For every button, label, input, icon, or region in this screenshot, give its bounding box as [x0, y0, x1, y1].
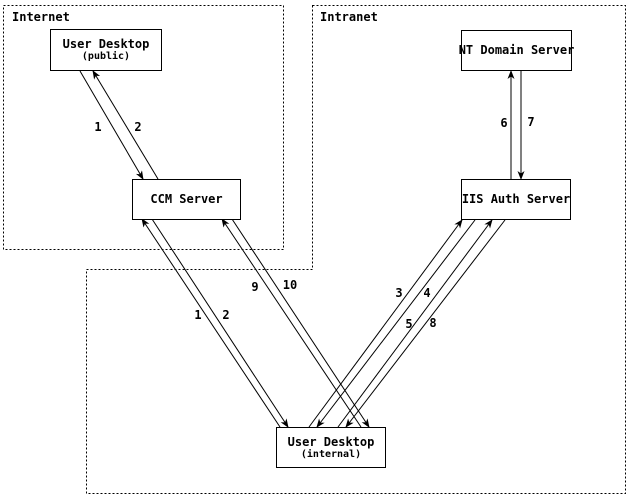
node-ccm-server: CCM Server — [132, 179, 241, 220]
arrow-5-internal-to-iis — [337, 219, 493, 428]
edge-label-1-public: 1 — [94, 120, 102, 134]
edge-label-2-public: 2 — [134, 120, 142, 134]
edge-label-1-internal: 1 — [194, 308, 202, 322]
internet-zone-border — [3, 5, 284, 250]
node-iis-auth-server: IIS Auth Server — [461, 179, 571, 220]
arrow-1-public-to-ccm — [79, 70, 144, 180]
intranet-zone-border — [86, 5, 626, 494]
node-title: User Desktop — [62, 37, 150, 51]
node-title: User Desktop — [287, 434, 375, 449]
edge-label-9: 9 — [251, 280, 259, 294]
edge-label-5: 5 — [405, 317, 413, 331]
arrow-2-ccm-to-internal — [151, 218, 289, 428]
arrow-4-iis-to-internal — [316, 219, 476, 428]
edge-label-6: 6 — [500, 116, 508, 130]
arrow-3-internal-to-iis — [308, 219, 463, 428]
node-title: IIS Auth Server — [461, 192, 571, 206]
node-title: CCM Server — [150, 192, 223, 206]
node-user-desktop-public: User Desktop (public) — [50, 29, 162, 71]
arrow-2-ccm-to-public — [92, 70, 159, 180]
edge-label-7: 7 — [527, 115, 535, 129]
intranet-zone-label: Intranet — [320, 10, 378, 24]
arrow-8-iis-to-internal — [345, 219, 506, 428]
edge-label-8: 8 — [429, 316, 437, 330]
arrow-10-ccm-to-internal — [231, 218, 370, 428]
arrow-1-internal-to-ccm — [141, 218, 281, 428]
node-title: NT Domain Server — [458, 43, 575, 57]
edge-label-3: 3 — [395, 286, 403, 300]
edge-label-10: 10 — [282, 278, 298, 292]
node-nt-domain-server: NT Domain Server — [458, 30, 575, 71]
node-user-desktop-internal: User Desktop (internal) — [276, 427, 386, 468]
node-subtitle: (internal) — [300, 448, 362, 460]
node-subtitle: (public) — [81, 51, 131, 62]
internet-zone-label: Internet — [12, 10, 70, 24]
arrow-9-internal-to-ccm — [221, 218, 362, 428]
edge-label-4: 4 — [423, 286, 431, 300]
edge-label-2-internal: 2 — [222, 308, 230, 322]
